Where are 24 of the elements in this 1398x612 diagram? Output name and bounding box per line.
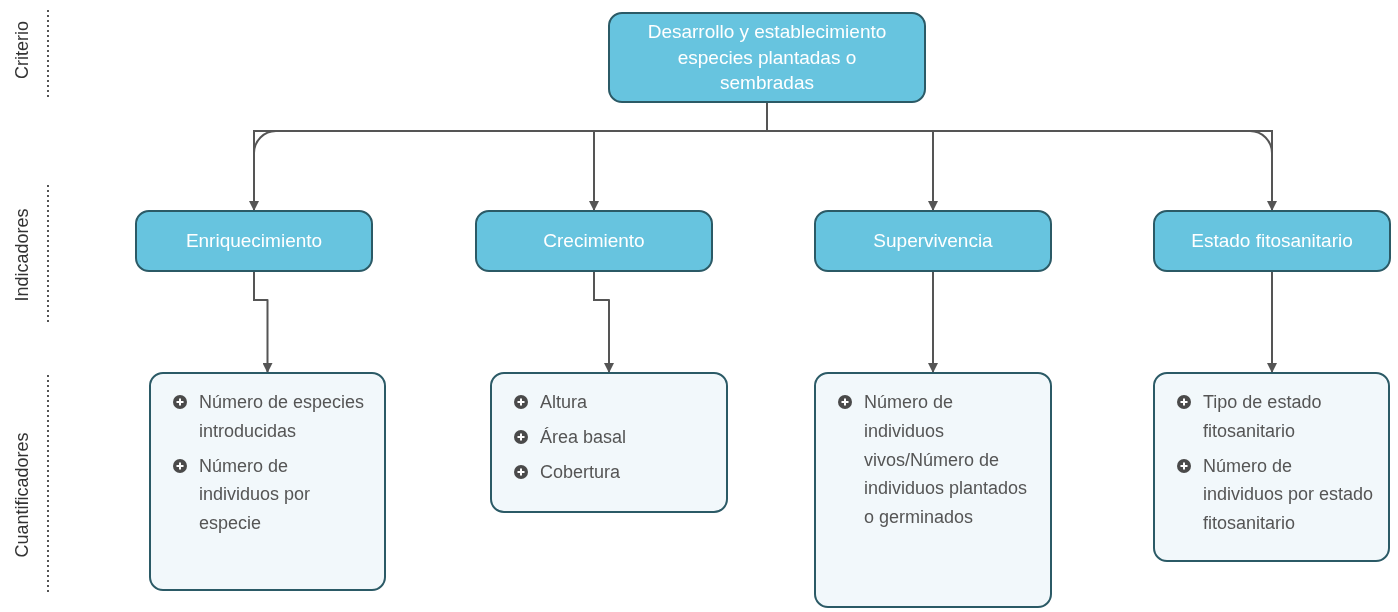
- indicator-box: Desarrollo y establecimiento especies plantadas o sembradas: [608, 12, 926, 103]
- list-item-text: Altura: [540, 391, 588, 414]
- quantifier-box: [149, 372, 386, 591]
- indicator-box: Enriquecimiento: [135, 210, 373, 272]
- arrow: [928, 271, 938, 373]
- list-item-text: Número de especies introducidas: [199, 391, 366, 443]
- list-item-text: Número de individuos vivos/Número de individuos plantados o germinados: [864, 391, 1029, 530]
- quantifier-box: [490, 372, 728, 513]
- quantifier-box: [814, 372, 1052, 608]
- level-label: Cuantificadores: [11, 432, 33, 558]
- arrow: [253, 271, 273, 373]
- arrow: [593, 271, 614, 373]
- quantifier-box: [1153, 372, 1390, 562]
- level-label: Indicadores: [11, 208, 33, 302]
- list-item-text: Tipo de estado fitosanitario: [1203, 391, 1323, 443]
- list-item-text: Número de individuos por estado fitosanitario: [1203, 454, 1375, 536]
- list-item-text: Área basal: [540, 425, 627, 449]
- list-item-text: Número de individuos por especie: [199, 454, 312, 536]
- list-item-text: Cobertura: [540, 460, 621, 484]
- indicator-box: Crecimiento: [475, 210, 713, 272]
- arrow: [1267, 271, 1277, 373]
- level-label: Criterio: [11, 21, 33, 79]
- indicator-box: Estado fitosanitario: [1153, 210, 1391, 272]
- indicator-box: Supervivencia: [814, 210, 1052, 272]
